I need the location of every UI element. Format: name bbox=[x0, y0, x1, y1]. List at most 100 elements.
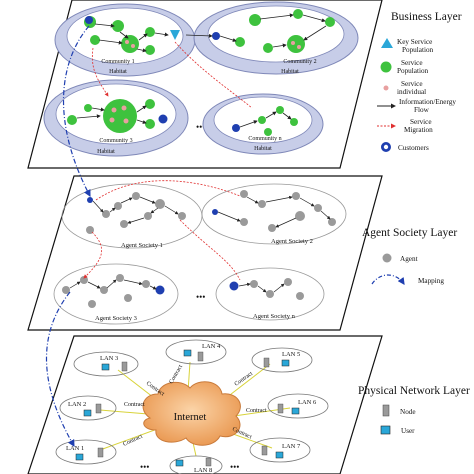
svg-text:Population: Population bbox=[402, 46, 434, 54]
societies-ellipsis: ••• bbox=[196, 292, 205, 302]
habitat-2-label: Habitat bbox=[281, 69, 299, 75]
habitat-1: Community 1 Habitat bbox=[54, 3, 196, 77]
service-population-node bbox=[145, 27, 155, 37]
svg-text:Service: Service bbox=[401, 80, 423, 88]
service-population-node bbox=[103, 99, 137, 133]
service-individual-node bbox=[297, 45, 301, 49]
lan-ellipsis-right: ••• bbox=[230, 462, 239, 472]
svg-text:Node: Node bbox=[400, 408, 416, 416]
service-individual-node bbox=[291, 41, 295, 45]
service-population-node bbox=[263, 43, 273, 53]
physical-layer-title: Physical Network Layer bbox=[358, 385, 470, 397]
svg-text:Service: Service bbox=[401, 59, 423, 67]
service-population-node bbox=[235, 37, 245, 47]
habitat-2: Community 2 Habitat bbox=[185, 1, 359, 75]
user-legend-icon bbox=[380, 425, 391, 435]
svg-text:individual: individual bbox=[397, 88, 426, 96]
svg-text:LAN 6: LAN 6 bbox=[298, 399, 317, 406]
svg-text:Mapping: Mapping bbox=[418, 277, 444, 285]
habitat-n: Community n Habitat bbox=[202, 93, 324, 155]
agent-society-1-label: Agent Society 1 bbox=[121, 242, 163, 249]
habitat-n-label: Habitat bbox=[254, 146, 272, 152]
agent-layer-title: Agent Society Layer bbox=[362, 227, 457, 239]
service-individual-node bbox=[125, 40, 129, 44]
service-population-node bbox=[84, 104, 92, 112]
agent-legend: Agent Society Layer Agent Mapping bbox=[362, 227, 457, 285]
agent-society-1: Agent Society 1 bbox=[61, 183, 203, 249]
habitat-3-label: Habitat bbox=[97, 149, 115, 155]
svg-text:Customers: Customers bbox=[398, 144, 429, 152]
svg-text:Flow: Flow bbox=[414, 106, 430, 114]
svg-text:Service: Service bbox=[410, 118, 432, 126]
svg-text:Contract: Contract bbox=[124, 402, 145, 408]
agent-society-n-label: Agent Society n bbox=[253, 313, 296, 320]
svg-text:Key Service: Key Service bbox=[397, 38, 432, 46]
key-service-legend-icon bbox=[381, 38, 393, 48]
node-legend-icon bbox=[382, 404, 390, 417]
customer-icon bbox=[212, 32, 220, 40]
svg-text:LAN 2: LAN 2 bbox=[68, 401, 86, 408]
agent-society-2-label: Agent Society 2 bbox=[271, 238, 313, 245]
svg-text:User: User bbox=[401, 427, 415, 435]
customer-icon bbox=[158, 114, 168, 124]
service-population-node bbox=[293, 9, 303, 19]
customer-icon bbox=[85, 16, 93, 24]
agent-society-n: Agent Society n bbox=[215, 267, 325, 321]
lan-6: LAN 6 bbox=[267, 393, 329, 419]
agent-society-2: Agent Society 2 bbox=[201, 183, 347, 245]
communities-ellipsis: ••• bbox=[196, 122, 205, 132]
service-individual-legend-icon bbox=[383, 85, 389, 91]
lan-ellipsis-left: ••• bbox=[140, 462, 149, 472]
svg-text:LAN 5: LAN 5 bbox=[282, 351, 300, 358]
lan-3: LAN 3 bbox=[73, 351, 139, 377]
svg-text:LAN 8: LAN 8 bbox=[194, 467, 212, 474]
key-service-node bbox=[170, 30, 180, 40]
community-2-label: Community 2 bbox=[283, 59, 316, 65]
business-legend: Business Layer Key Service Population Se… bbox=[377, 11, 462, 152]
svg-text:Information/Energy: Information/Energy bbox=[399, 98, 456, 106]
business-layer: Community 1 Habitat Community 2 Habitat bbox=[27, 0, 462, 169]
svg-text:Population: Population bbox=[397, 67, 429, 75]
internet-label: Internet bbox=[174, 412, 207, 423]
service-population-node bbox=[67, 115, 77, 125]
physical-network-layer: Internet LAN 3 LAN 4 LAN 5 LAN 2 bbox=[27, 335, 470, 474]
agent-legend-icon bbox=[382, 253, 392, 263]
agent-society-layer: Agent Society 1 Agent Society 2 bbox=[27, 175, 457, 331]
svg-text:LAN 3: LAN 3 bbox=[100, 355, 118, 362]
service-population-node bbox=[287, 35, 305, 53]
service-population-node bbox=[145, 119, 155, 129]
svg-text:LAN 4: LAN 4 bbox=[202, 343, 221, 350]
lan-1: LAN 1 bbox=[55, 439, 117, 465]
svg-text:Migration: Migration bbox=[404, 126, 433, 134]
svg-text:LAN 7: LAN 7 bbox=[282, 443, 301, 450]
community-3-label: Community 3 bbox=[99, 138, 132, 144]
service-population-node bbox=[325, 17, 335, 27]
physical-legend: Physical Network Layer Node User bbox=[358, 385, 470, 435]
lan-4: LAN 4 bbox=[165, 339, 227, 365]
business-layer-title: Business Layer bbox=[391, 11, 462, 23]
customer-icon bbox=[232, 124, 240, 132]
service-population-node bbox=[121, 35, 139, 53]
internet-cloud: Internet bbox=[142, 381, 241, 446]
mapping-links bbox=[45, 25, 91, 448]
community-1-label: Community 1 bbox=[101, 59, 134, 65]
lan-5: LAN 5 bbox=[251, 347, 313, 373]
lan-8: LAN 8 bbox=[169, 455, 223, 474]
service-individual-node bbox=[131, 44, 135, 48]
community-n-label: Community n bbox=[248, 136, 281, 142]
mapping-legend-icon bbox=[371, 274, 405, 285]
service-population-node bbox=[145, 45, 155, 55]
habitat-3: Community 3 Habitat bbox=[43, 79, 189, 157]
svg-text:Agent: Agent bbox=[400, 255, 418, 263]
habitat-1-label: Habitat bbox=[109, 69, 127, 75]
agent-society-3-label: Agent Society 3 bbox=[95, 315, 137, 322]
service-population-legend-icon bbox=[380, 61, 392, 73]
svg-text:Contract: Contract bbox=[246, 408, 267, 414]
agent-layer-plane bbox=[27, 175, 383, 331]
service-population-node bbox=[90, 35, 100, 45]
lan-7: LAN 7 bbox=[249, 437, 311, 463]
service-population-node bbox=[112, 20, 124, 32]
service-population-node bbox=[145, 99, 155, 109]
service-population-node bbox=[249, 14, 261, 26]
